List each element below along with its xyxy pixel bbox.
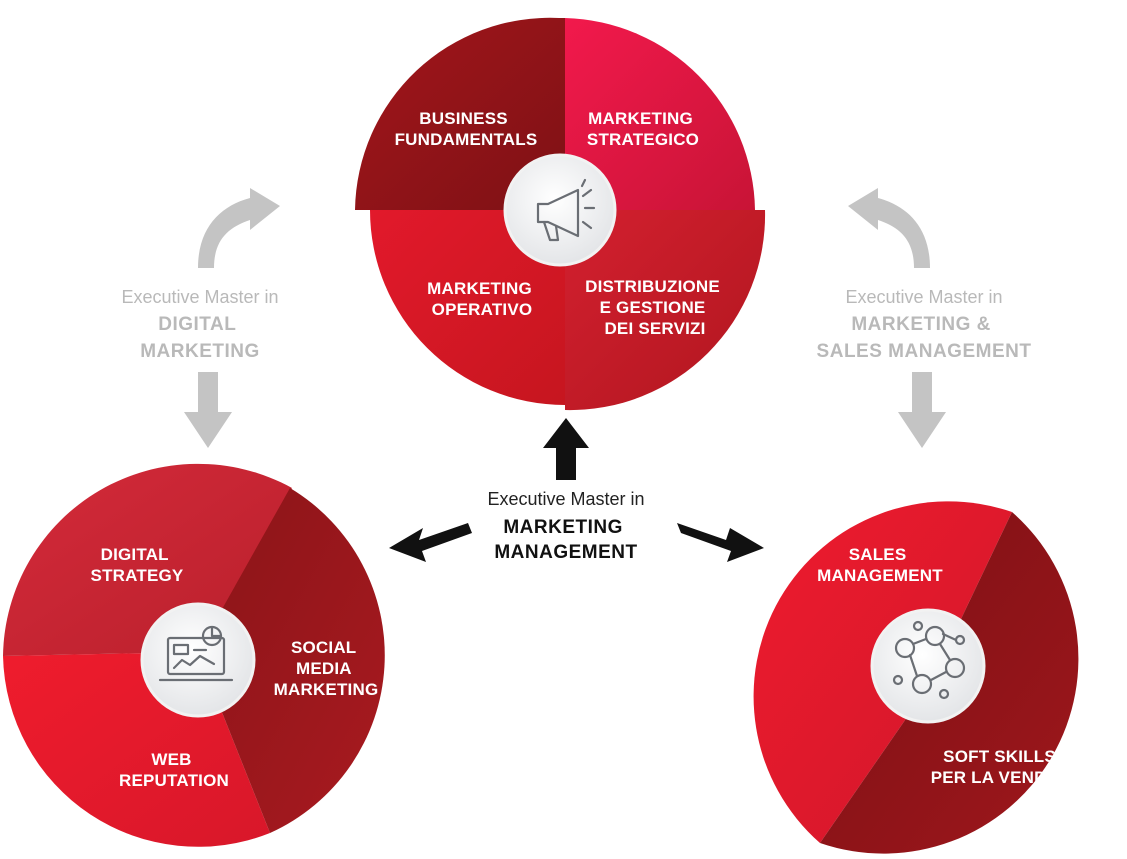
label-marketing-strategico: MARKETING STRATEGICO — [587, 109, 699, 149]
megaphone-icon — [536, 178, 596, 242]
center-label: Executive Master in MARKETING MANAGEMENT — [487, 489, 644, 563]
segment-marketing-strategico — [565, 18, 755, 210]
segment-distribuzione — [565, 210, 766, 411]
label-social-media: SOCIAL MEDIA MARKETING — [274, 638, 379, 699]
label-business-fundamentals: BUSINESS FUNDAMENTALS — [395, 109, 538, 149]
segment-business-fundamentals — [355, 17, 565, 210]
people-network-icon — [892, 620, 966, 700]
laptop-analytics-icon — [158, 625, 234, 682]
label-web-reputation: WEB REPUTATION — [119, 750, 229, 790]
left-label-title: DIGITAL MARKETING — [140, 314, 260, 362]
arrow-up-icon — [543, 418, 589, 480]
label-distribuzione: DISTRIBUZIONE E GESTIONE DEI SERVIZI — [585, 277, 725, 338]
left-circle: DIGITAL STRATEGY SOCIAL MEDIA MARKETING … — [3, 463, 385, 847]
arrow-down-right-icon — [898, 372, 946, 448]
center-label-prefix: Executive Master in — [487, 489, 644, 509]
right-label: Executive Master in MARKETING & SALES MA… — [817, 287, 1032, 362]
center-arrows — [389, 418, 764, 562]
right-label-prefix: Executive Master in — [845, 287, 1002, 307]
label-digital-strategy: DIGITAL STRATEGY — [91, 545, 184, 585]
segment-social-media — [198, 488, 385, 833]
top-hub — [503, 153, 617, 267]
arrow-right-icon — [677, 523, 764, 562]
curved-arrow-up-right-icon — [198, 188, 280, 268]
curved-arrow-up-left-icon — [848, 188, 930, 268]
label-marketing-operativo: MARKETING OPERATIVO — [427, 279, 537, 319]
arrow-left-icon — [389, 523, 472, 562]
segment-marketing-operativo — [370, 210, 565, 405]
left-hub — [140, 602, 256, 718]
label-sales-management: SALES MANAGEMENT — [817, 545, 943, 585]
center-label-title: MARKETING MANAGEMENT — [494, 517, 637, 563]
right-circle: SALES MANAGEMENT SOFT SKILLS PER LA VEND… — [753, 501, 1079, 854]
left-label-prefix: Executive Master in — [121, 287, 278, 307]
label-soft-skills: SOFT SKILLS PER LA VENDITA — [931, 747, 1074, 787]
grey-arrows — [184, 188, 946, 448]
right-hub — [870, 608, 986, 724]
arrow-down-icon — [184, 372, 232, 448]
left-label: Executive Master in DIGITAL MARKETING — [121, 287, 278, 362]
right-label-title: MARKETING & SALES MANAGEMENT — [817, 314, 1032, 362]
top-circle: BUSINESS FUNDAMENTALS MARKETING STRATEGI… — [355, 17, 766, 411]
